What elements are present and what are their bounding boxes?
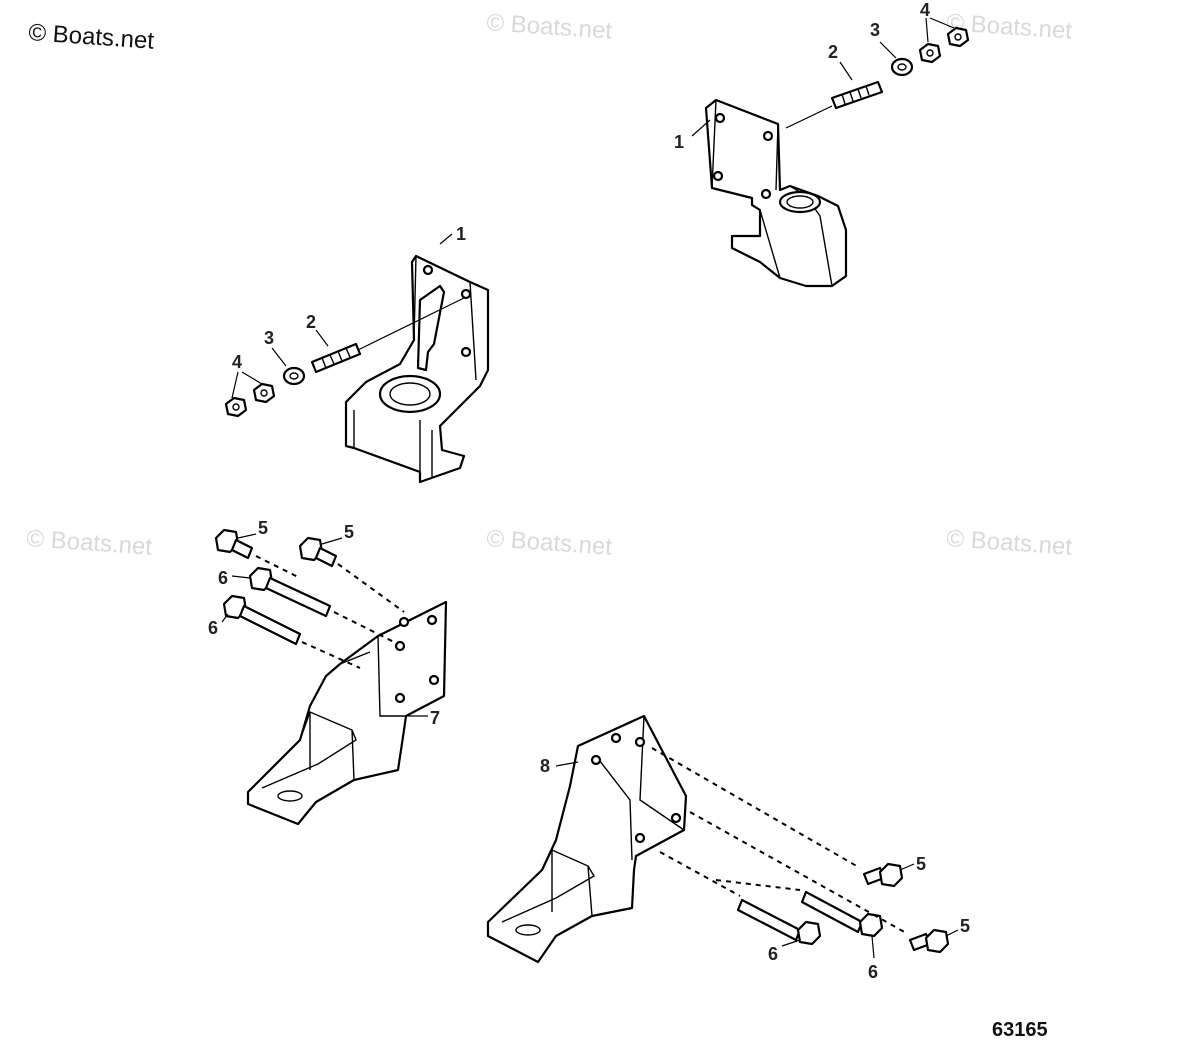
upper-right-nut-b [946, 26, 970, 48]
callout-lower-right-5b: 5 [960, 916, 970, 936]
callout-upper-left-3: 3 [264, 328, 274, 348]
upper-right-mount-bracket [704, 98, 848, 288]
lower-right-bolt-a [736, 898, 822, 946]
callout-lower-left-5a: 5 [258, 518, 268, 538]
upper-right-stud-centerline [785, 105, 833, 129]
lower-left-bolt-a [248, 566, 332, 618]
lower-left-screw-a [214, 528, 254, 560]
watermark-mid-left: © Boats.net [26, 525, 154, 561]
upper-left-mount-bracket [344, 254, 490, 484]
upper-right-assembly: 1 2 3 4 [674, 0, 970, 288]
callout-upper-left-4: 4 [232, 352, 242, 372]
lower-left-screw-b [298, 536, 338, 568]
callout-lower-left-7: 7 [430, 708, 440, 728]
upper-left-washer [282, 366, 306, 386]
figure-number: 63165 [992, 1019, 1048, 1041]
callout-upper-left-1: 1 [456, 224, 466, 244]
watermark-top-center: © Boats.net [486, 9, 614, 45]
upper-right-washer [890, 57, 914, 77]
lower-right-screw-a [862, 862, 904, 888]
upper-left-assembly: 1 2 3 4 [224, 224, 490, 484]
upper-left-nut-a [252, 382, 276, 404]
callout-lower-right-6a: 6 [768, 944, 778, 964]
callout-upper-right-3: 3 [870, 20, 880, 40]
callout-lower-left-5b: 5 [344, 522, 354, 542]
callout-upper-right-4: 4 [920, 0, 930, 20]
lower-right-assembly: 8 5 5 6 6 [486, 714, 970, 982]
upper-left-stud [310, 342, 362, 374]
callout-upper-left-2: 2 [306, 312, 316, 332]
upper-right-stud [830, 80, 884, 110]
lower-right-bolt-b [800, 890, 884, 938]
watermark-mid-right: © Boats.net [946, 525, 1074, 561]
lower-left-assembly: 5 5 6 6 7 [208, 518, 448, 826]
callout-lower-left-6a: 6 [218, 568, 228, 588]
callout-lower-right-8: 8 [540, 756, 550, 776]
upper-right-nut-a [918, 42, 942, 64]
lower-right-bracket [486, 714, 688, 964]
callout-upper-right-2: 2 [828, 42, 838, 62]
lower-left-bracket [246, 600, 448, 826]
callout-lower-left-6b: 6 [208, 618, 218, 638]
watermark-main: © Boats.net [28, 19, 156, 55]
watermark-mid-center: © Boats.net [486, 525, 614, 561]
callout-upper-right-1: 1 [674, 132, 684, 152]
lower-left-bolt-b [222, 594, 302, 646]
upper-left-stud-centerline [357, 297, 465, 351]
callout-lower-right-5a: 5 [916, 854, 926, 874]
upper-left-nut-b [224, 396, 248, 418]
lower-right-screw-b [908, 928, 950, 954]
callout-lower-right-6b: 6 [868, 962, 878, 982]
